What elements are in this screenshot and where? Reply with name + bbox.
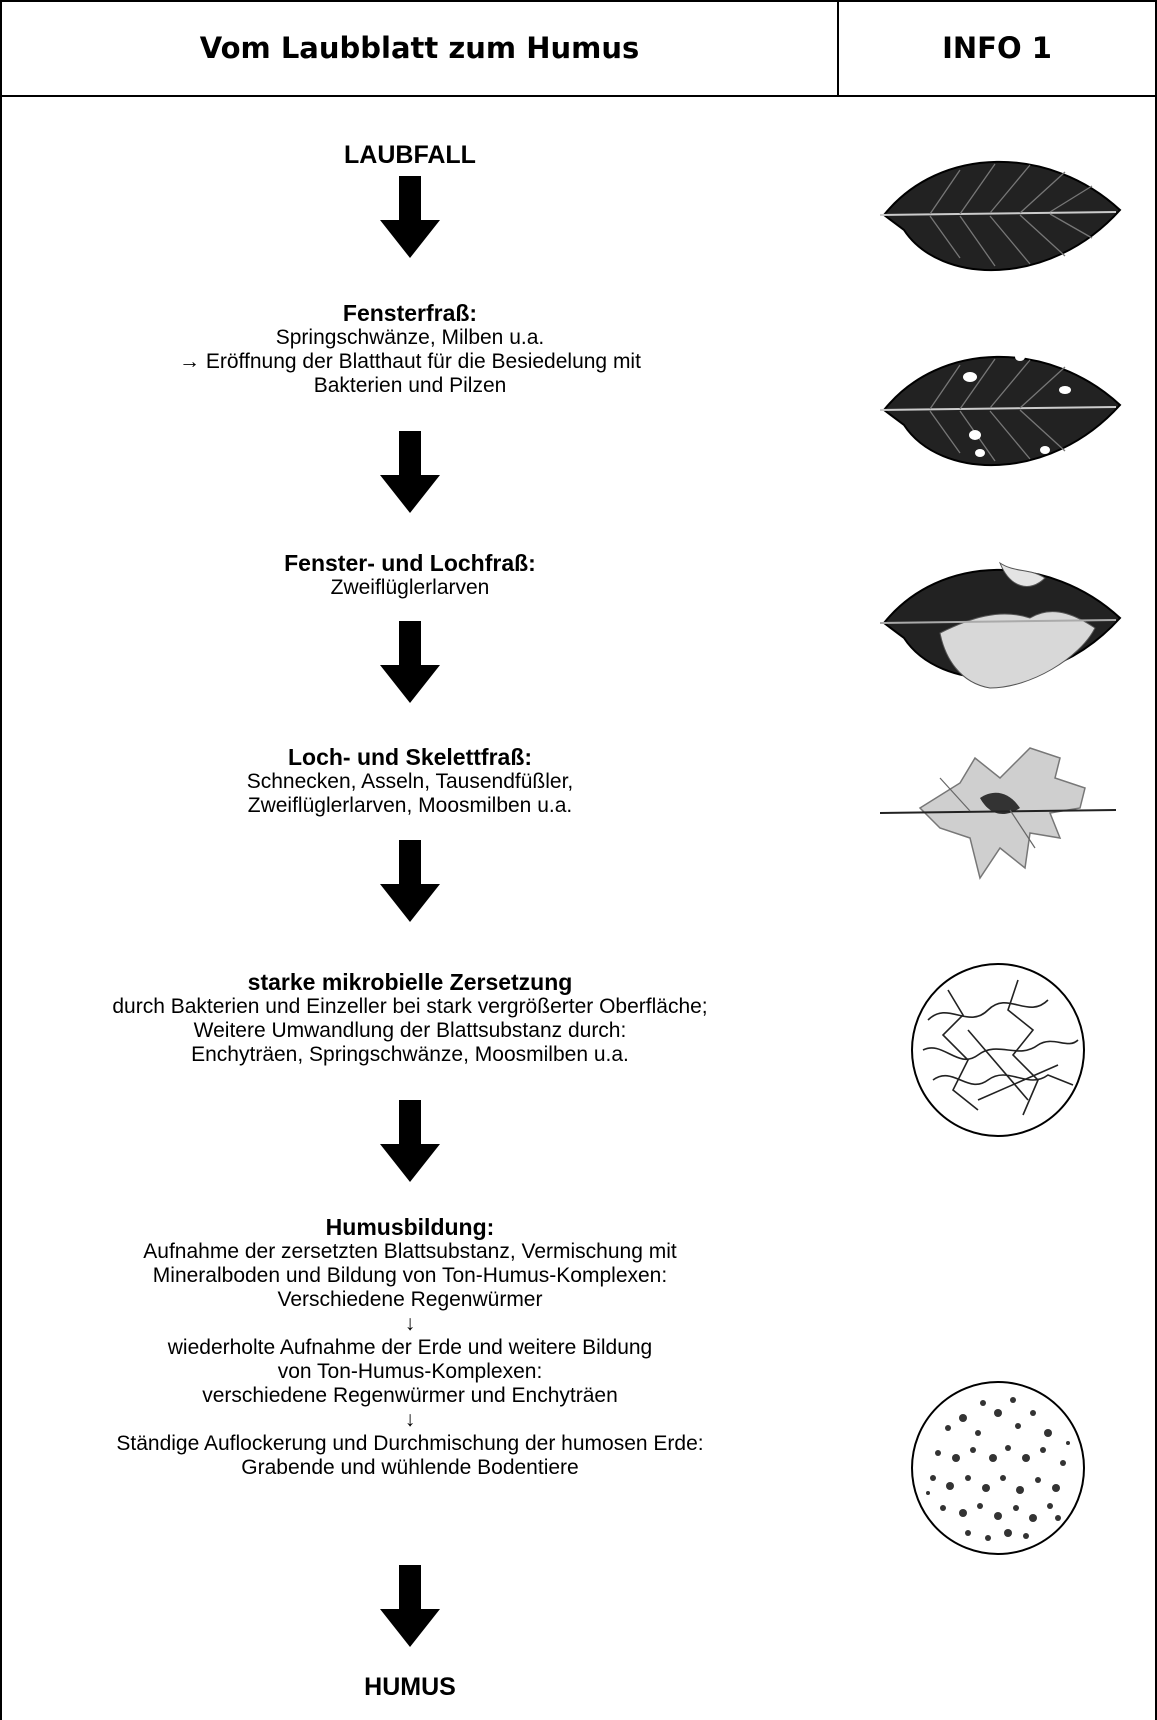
stage-line: von Ton-Humus-Komplexen:	[277, 1360, 543, 1383]
microbial-detail-icon	[911, 963, 1085, 1137]
stage-title: Humusbildung:	[325, 1214, 495, 1240]
stage-line: Mineralboden und Bildung von Ton-Humus-K…	[152, 1264, 668, 1287]
flow-arrow-icon	[380, 1565, 440, 1647]
stage-line: Enchyträen, Springschwänze, Moosmilben u…	[191, 1043, 629, 1066]
stage-line: Zweiflüglerlarven, Moosmilben u.a.	[247, 794, 573, 817]
stage-line: Aufnahme der zersetzten Blattsubstanz, V…	[143, 1240, 677, 1263]
humus-label: HUMUS	[364, 1673, 456, 1701]
down-arrow-glyph: ↓	[404, 1408, 416, 1431]
stage-skeleton-feeding: Loch- und Skelettfraß: Schnecken, Asseln…	[0, 744, 820, 818]
stage-line: verschiedene Regenwürmer und Enchyträen	[202, 1384, 618, 1407]
stage-line: wiederholte Aufnahme der Erde und weiter…	[167, 1336, 653, 1359]
stage-line: Weitere Umwandlung der Blattsubstanz dur…	[193, 1019, 627, 1042]
stage-title: Loch- und Skelettfraß:	[287, 744, 533, 770]
stage-title: Fensterfraß:	[342, 300, 478, 326]
flow-arrow-icon	[380, 176, 440, 258]
stage-humus-formation: Humusbildung: Aufnahme der zersetzten Bl…	[0, 1214, 820, 1480]
laubfall-label: LAUBFALL	[344, 141, 476, 169]
intact-leaf-icon	[880, 160, 1122, 272]
stage-line: Zweiflüglerlarven	[330, 576, 490, 599]
down-arrow-glyph: ↓	[404, 1312, 416, 1335]
stage-microbial-decomposition: starke mikrobielle Zersetzung durch Bakt…	[0, 969, 820, 1067]
end-label: HUMUS	[0, 1673, 820, 1701]
stage-line: Schnecken, Asseln, Tausendfüßler,	[246, 770, 574, 793]
flow-arrow-icon	[380, 431, 440, 513]
border-right	[1155, 0, 1157, 1720]
stage-line: durch Bakterien und Einzeller bei stark …	[112, 995, 708, 1018]
header-column-divider	[837, 0, 839, 96]
stage-window-hole-feeding: Fenster- und Lochfraß: Zweiflüglerlarven	[0, 550, 820, 600]
info-label: INFO 1	[942, 30, 1052, 65]
hole-eaten-leaf-icon	[880, 561, 1122, 689]
flow-arrow-icon	[380, 621, 440, 703]
flow-arrow-icon	[380, 1100, 440, 1182]
stage-line: Verschiedene Regenwürmer	[277, 1288, 543, 1311]
stage-line: Springschwänze, Milben u.a.	[275, 326, 545, 349]
stage-window-feeding: Fensterfraß: Springschwänze, Milben u.a.…	[0, 300, 820, 398]
stage-line: Grabende und wühlende Bodentiere	[241, 1456, 579, 1479]
stage-line: Bakterien und Pilzen	[313, 374, 507, 397]
window-eaten-leaf-icon	[880, 353, 1122, 467]
border-top	[0, 0, 1157, 2]
sheet-title: Vom Laubblatt zum Humus	[199, 30, 640, 65]
flow-arrow-icon	[380, 840, 440, 922]
stage-line: → Eröffnung der Blatthaut für die Besied…	[179, 350, 641, 373]
header-divider	[0, 95, 1157, 97]
humus-detail-icon	[911, 1381, 1085, 1555]
border-left	[0, 0, 2, 1720]
stage-line: Ständige Auflockerung und Durchmischung …	[116, 1432, 704, 1455]
skeleton-leaf-icon	[880, 747, 1117, 880]
start-label: LAUBFALL	[0, 141, 820, 169]
stage-title: Fenster- und Lochfraß:	[284, 550, 536, 576]
stage-title: starke mikrobielle Zersetzung	[247, 969, 573, 995]
